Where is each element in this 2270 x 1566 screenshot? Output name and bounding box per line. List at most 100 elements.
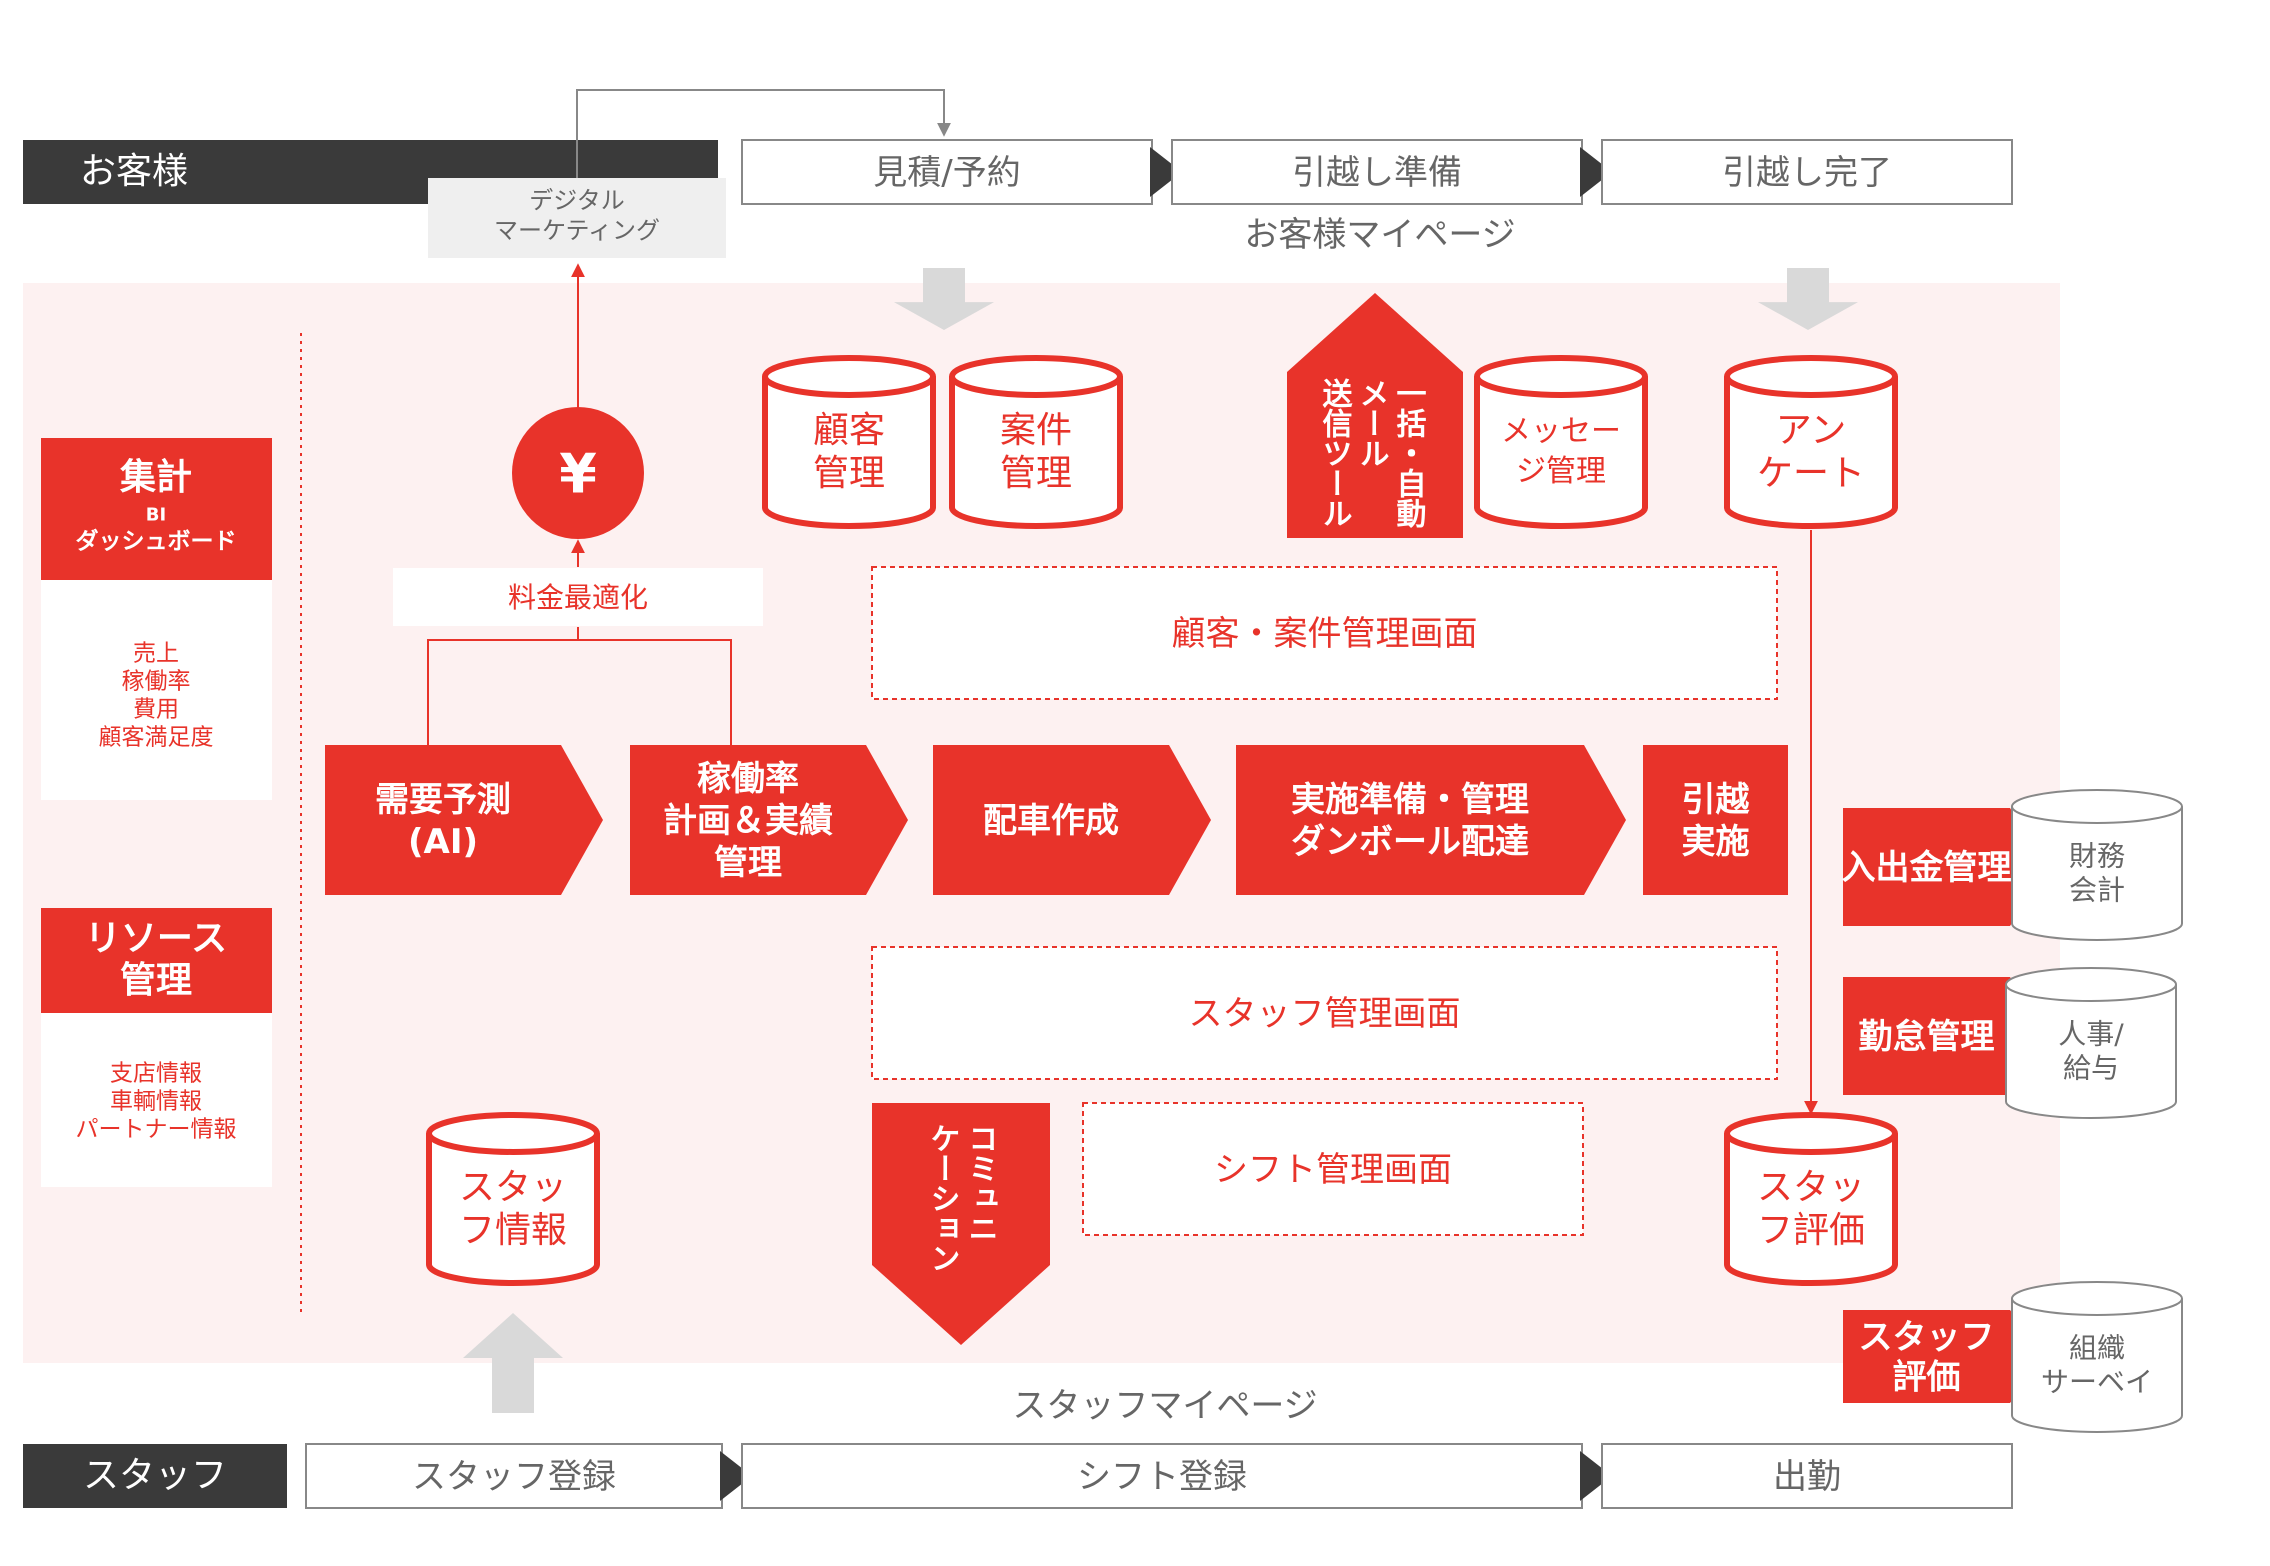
bulk-mail-label-column: 一括・自動 xyxy=(1391,378,1427,529)
aggregation-body xyxy=(41,580,272,800)
communication-label-column: コミュニ xyxy=(963,1123,998,1243)
step-arrow xyxy=(1580,147,1612,197)
yen-circle xyxy=(512,407,644,539)
external-system-top xyxy=(2011,789,2183,824)
staff-eval-db-label-line: スタッ xyxy=(1757,1167,1865,1208)
external-system-body xyxy=(2005,984,2177,1119)
staff-info-db-body xyxy=(426,1133,600,1286)
external-system-label-line: 人事/ xyxy=(2058,1018,2124,1051)
aggregation-subtitle: BI xyxy=(146,504,166,525)
staff-lane: スタッフマイページスタッフスタッフ登録シフト登録出勤 xyxy=(23,1386,2013,1509)
case-db-body xyxy=(949,376,1123,529)
resource-item-line: 支店情報 xyxy=(110,1060,202,1086)
customer-label: お客様 xyxy=(80,151,188,192)
complete-down-arrow xyxy=(1758,268,1858,330)
right-module-1: 入出金管理財務会計 xyxy=(1842,789,2183,941)
staff-step-1: スタッフ登録 xyxy=(305,1443,752,1509)
process-step-label-line: 実施 xyxy=(1682,822,1750,862)
customer-step-box xyxy=(1601,139,2013,205)
external-system-label-line: 組織 xyxy=(2069,1332,2125,1365)
aggregation-title: 集計 xyxy=(119,457,192,498)
staff-label-bar xyxy=(23,1444,287,1508)
message-db-label-line: ジ管理 xyxy=(1516,454,1606,489)
staff-step-3: 出勤 xyxy=(1601,1443,2013,1509)
customer-step-2: 引越し準備 xyxy=(1171,139,1612,205)
message-db-label-line: メッセー xyxy=(1501,414,1621,449)
aggregation-item-line: 稼働率 xyxy=(122,668,191,694)
process-step-shape xyxy=(630,745,908,895)
external-system-label-line: 給与 xyxy=(2063,1052,2119,1085)
survey-db-body xyxy=(1724,376,1898,529)
staff-info-db-label-line: スタッ xyxy=(459,1167,567,1208)
resource-title-line: 管理 xyxy=(120,960,192,1001)
step-arrow xyxy=(1150,147,1182,197)
external-system-label-line: 財務 xyxy=(2069,840,2125,873)
message-db-body xyxy=(1474,376,1648,529)
resource-item-line: パートナー情報 xyxy=(76,1116,237,1142)
shift-screen: シフト管理画面 xyxy=(1082,1102,1584,1236)
external-system-top xyxy=(2011,1281,2183,1316)
staff-mypage-label: スタッフマイページ xyxy=(1012,1386,1317,1426)
right-modules: 入出金管理財務会計勤怠管理人事/給与スタッフ評価組織サーベイ xyxy=(1842,789,2183,1433)
process-step-label-line: 引越 xyxy=(1682,780,1751,820)
bulk-mail-label-column: 送信ツール xyxy=(1317,378,1353,528)
staff-step-label: 出勤 xyxy=(1773,1457,1841,1497)
resource-header xyxy=(41,908,272,1013)
process-step-label-line: (AI) xyxy=(408,822,478,862)
customer-case-screen-box xyxy=(871,566,1778,700)
right-module-shape xyxy=(1843,808,2048,926)
resource-title-line: リソース xyxy=(85,918,227,959)
staff-info-up-arrow xyxy=(463,1313,563,1413)
staff-screen-box xyxy=(871,946,1778,1080)
right-module-2: 勤怠管理人事/給与 xyxy=(1843,967,2177,1119)
process-step-label-line: 稼働率 xyxy=(697,759,799,799)
digital-marketing-label-line: デジタル xyxy=(529,187,625,215)
case-db-label-line: 管理 xyxy=(1000,453,1072,494)
staff-step-2: シフト登録 xyxy=(741,1443,1612,1509)
process-step-shape xyxy=(933,745,1211,895)
customer-step-3: 引越し完了 xyxy=(1601,139,2013,205)
communication-shape xyxy=(872,1103,1050,1345)
case-db-label-line: 案件 xyxy=(1000,410,1072,451)
customer-step-label: 引越し準備 xyxy=(1292,153,1462,193)
left-panel: 集計BIダッシュボード売上稼働率費用顧客満足度リソース管理支店情報車輌情報パート… xyxy=(41,438,272,1187)
digital-marketing-box xyxy=(428,178,726,258)
aggregation-item-line: 顧客満足度 xyxy=(99,724,214,750)
process-step-label-line: 需要予測 xyxy=(375,780,511,820)
shift-screen-box xyxy=(1082,1102,1584,1236)
external-system-top xyxy=(2005,967,2177,1002)
pricing: ¥料金最適化 xyxy=(393,263,763,745)
process-step-shape xyxy=(1643,745,1788,895)
external-system-body xyxy=(2011,1298,2183,1433)
right-module-shape xyxy=(1843,1310,2048,1403)
case-db-top xyxy=(949,355,1123,398)
process-step-1: 需要予測(AI) xyxy=(325,745,603,895)
staff-info-db-top xyxy=(426,1112,600,1155)
right-module-label-line: 入出金管理 xyxy=(1842,848,2012,888)
customer-step-label: 見積/予約 xyxy=(873,153,1020,193)
aggregation-header xyxy=(41,438,272,580)
message-db-top xyxy=(1474,355,1648,398)
process-step-label-line: 配車作成 xyxy=(983,801,1119,841)
process-step-shape xyxy=(1236,745,1626,895)
process-step-label-line: 管理 xyxy=(714,843,782,883)
process-step-3: 配車作成 xyxy=(933,745,1211,895)
marketing-to-estimate-connector xyxy=(576,89,951,178)
external-system-body xyxy=(2011,806,2183,941)
aggregation-item-line: 費用 xyxy=(133,696,179,722)
staff-step-box xyxy=(305,1443,723,1509)
staff-screen-label: スタッフ管理画面 xyxy=(1189,994,1461,1034)
customer-step-label: 引越し完了 xyxy=(1722,153,1892,193)
customer-lane: お客様見積/予約引越し準備引越し完了デジタルマーケティングお客様マイページ xyxy=(23,89,2013,258)
right-module-shape xyxy=(1843,977,2048,1095)
customer-case-screen: 顧客・案件管理画面 xyxy=(871,566,1778,700)
